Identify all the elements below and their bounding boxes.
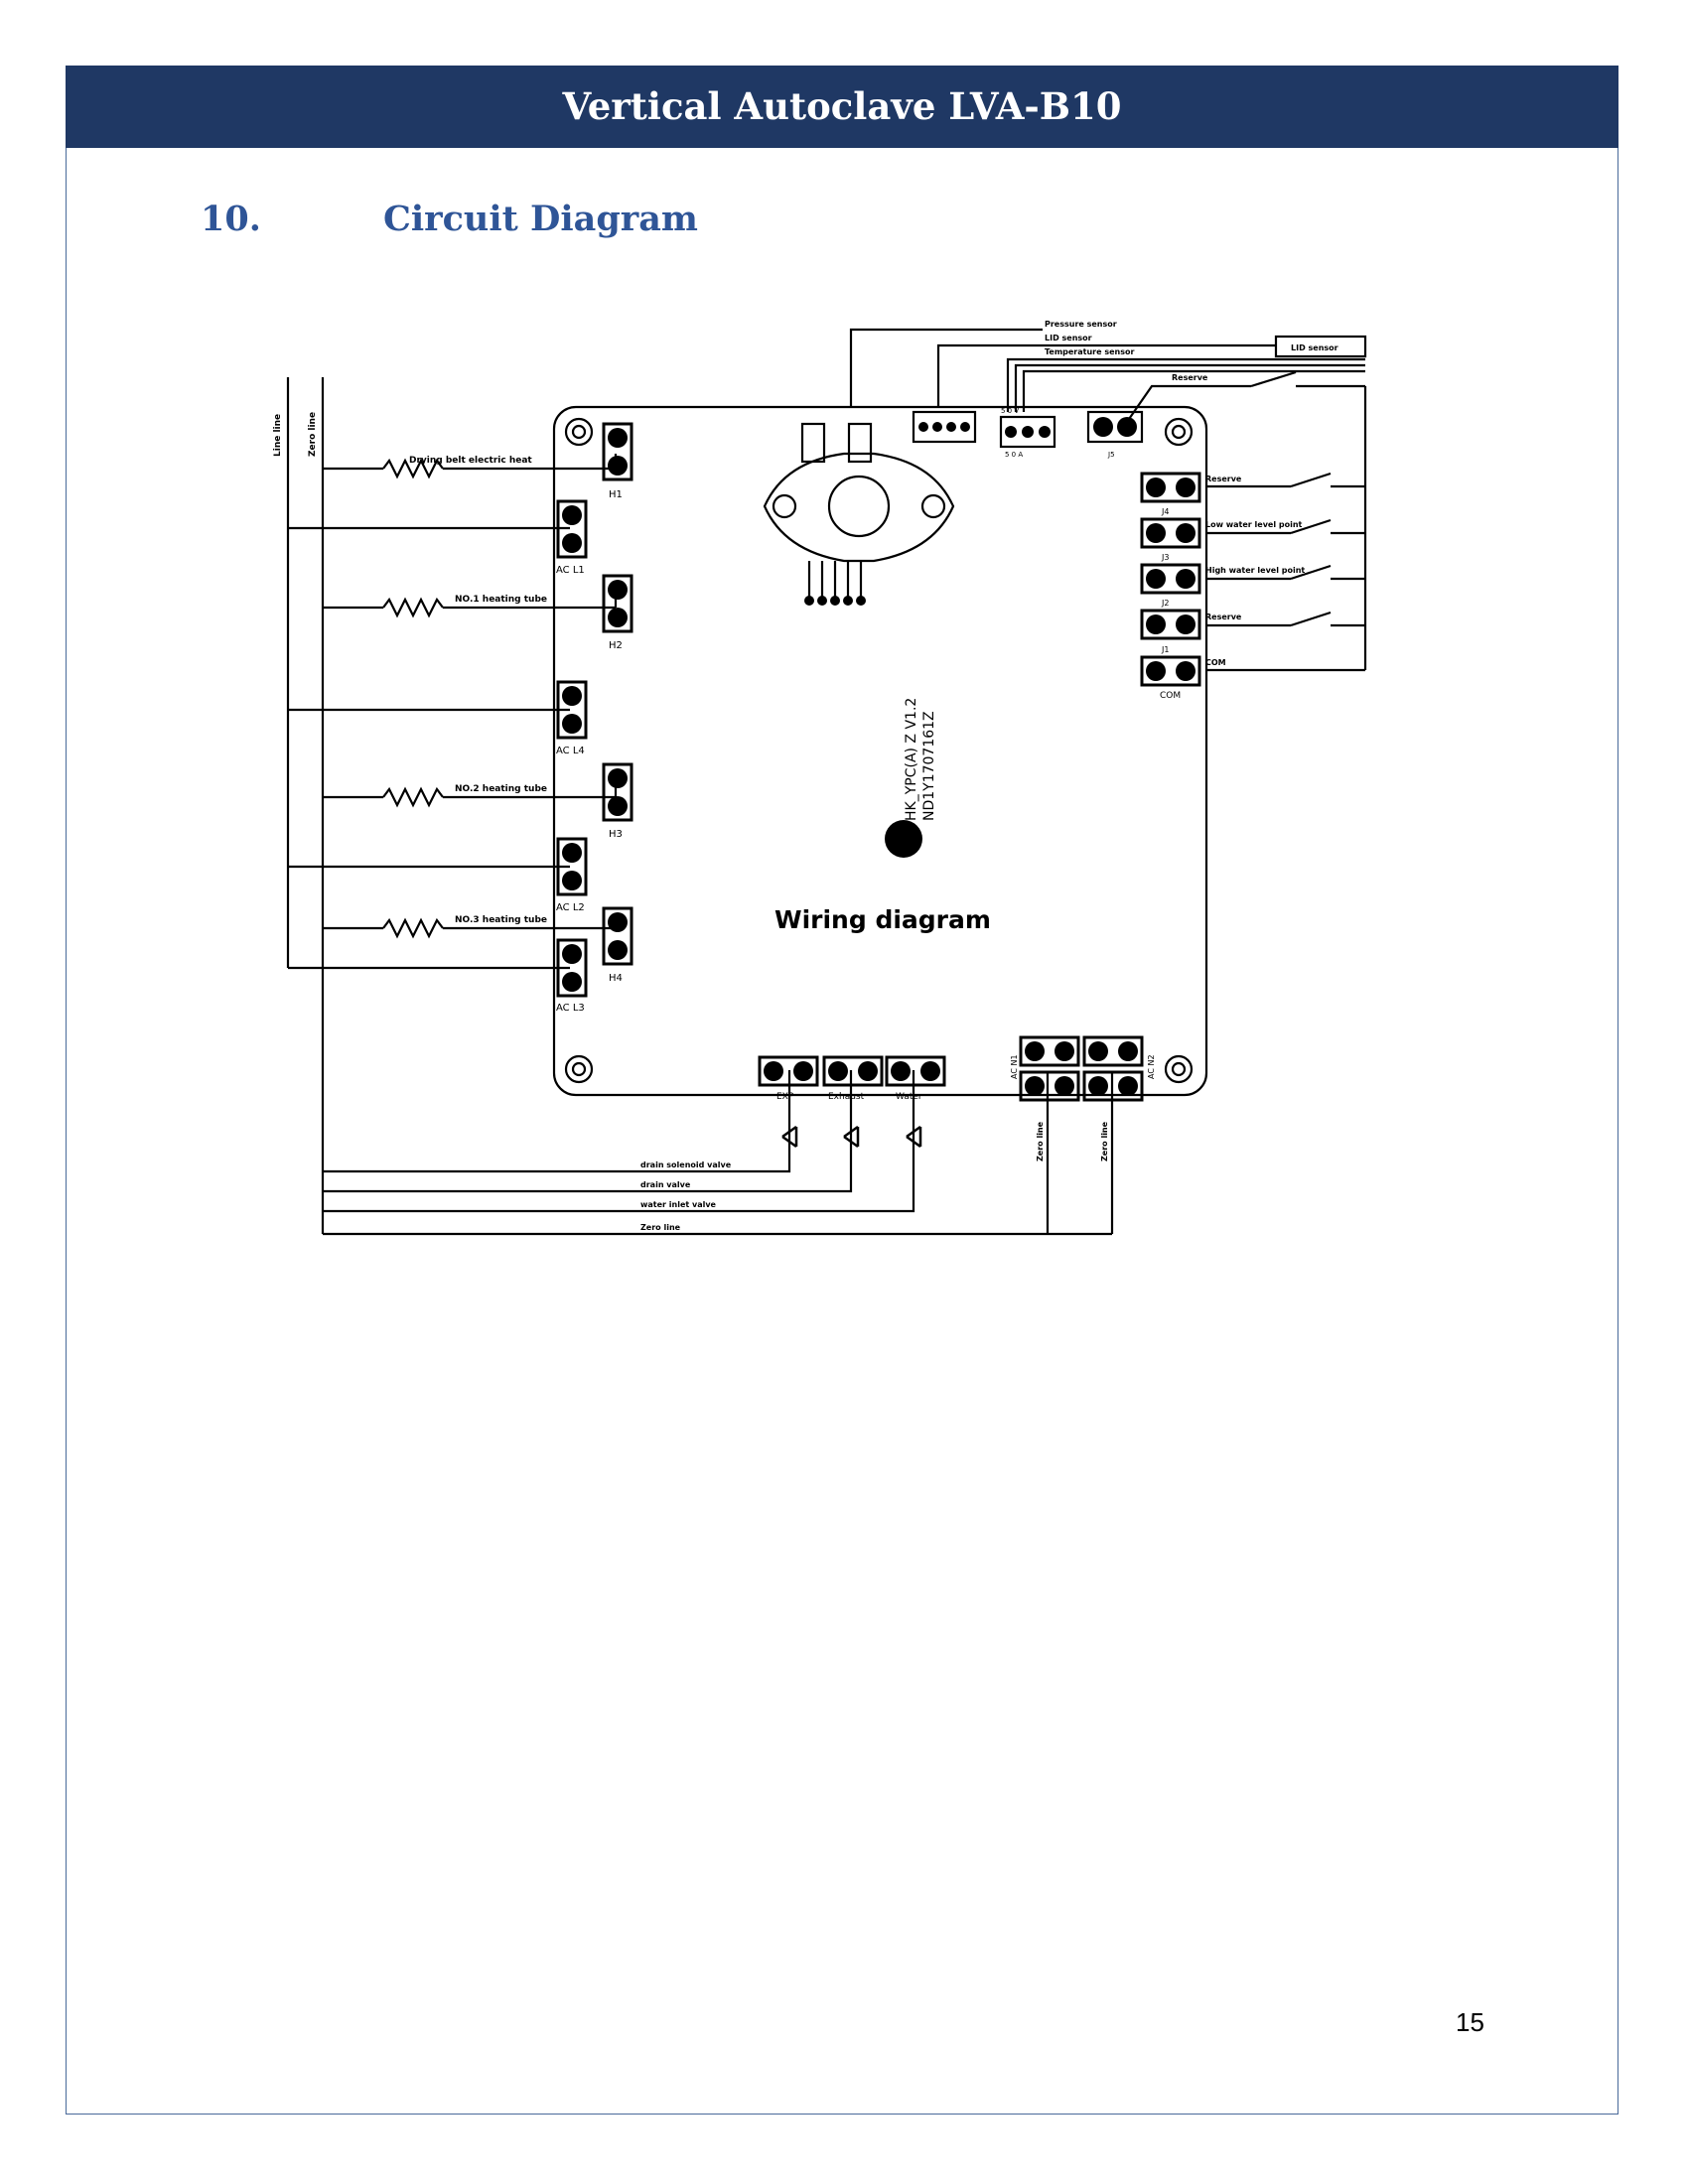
bottom-line-4: Zero line [640,1223,681,1232]
bottom-line-2: drain valve [640,1180,691,1189]
section-number: 10. [201,199,261,239]
bottom-line-3: water inlet valve [640,1200,717,1209]
exp-label: EXP [776,1092,794,1102]
ac-l4-label: AC L4 [556,746,585,756]
j5-label: J5 [1107,451,1115,459]
ac-l1-label: AC L1 [556,565,585,576]
temperature-sensor-label: Temperature sensor [1045,347,1134,356]
heater-desc-2: NO.1 heating tube [455,595,547,605]
right-label-1: J4 [1161,507,1169,516]
heater-label-2: H2 [609,640,623,651]
pressure-sensor-label: Pressure sensor [1045,320,1117,329]
ac-l2-label: AC L2 [556,902,585,913]
heater-desc-1: Drying belt electric heat [409,456,532,466]
zero-line-2-label: Zero line [1100,1121,1109,1161]
reserve-top-label: Reserve [1172,373,1208,382]
zero-rail-label: Zero line [308,412,318,457]
heater-desc-3: NO.2 heating tube [455,784,547,794]
board-label-2: ND1Y1707161Z [921,711,937,821]
lid-sensor-label: LID sensor [1045,334,1092,342]
right-desc-5: COM [1205,658,1226,667]
diagram-title: Wiring diagram [774,905,991,934]
temp-pins-label: 5 0 V [1001,407,1019,415]
zero-line-1-label: Zero line [1036,1121,1045,1161]
ac-n2-label: AC N2 [1147,1054,1156,1079]
heater-label-4: H4 [609,973,623,984]
circuit-board [552,405,1208,1097]
right-desc-3: High water level point [1205,566,1305,575]
heater-label-1: H1 [609,489,623,500]
right-desc-2: Low water level point [1205,520,1303,529]
right-label-3: J2 [1161,599,1169,608]
page-number: 15 [1456,2007,1484,2037]
right-label-4: J1 [1161,645,1169,654]
page-header: Vertical Autoclave LVA-B10 [66,66,1618,148]
right-desc-1: Reserve [1205,475,1242,483]
temp-pins-b-label: 5 0 A [1005,451,1023,459]
ac-n1-label: AC N1 [1010,1054,1019,1079]
line-rail-label: Line line [273,414,283,457]
exhaust-label: Exhaust [828,1092,865,1102]
water-label: Water [896,1092,922,1102]
right-label-5: COM [1160,691,1181,701]
lid-sensor-box-label: LID sensor [1291,343,1338,352]
right-label-2: J3 [1161,553,1169,562]
heater-label-3: H3 [609,829,623,840]
bottom-line-1: drain solenoid valve [640,1160,732,1169]
section-title: Circuit Diagram [383,199,698,239]
wiring-diagram: Wiring diagram HK_YPC(A) Z V1.2 ND1Y1707… [273,320,1367,1236]
right-desc-4: Reserve [1205,613,1242,621]
heater-desc-4: NO.3 heating tube [455,915,547,925]
ac-l3-label: AC L3 [556,1003,585,1014]
board-label-1: HK_YPC(A) Z V1.2 [904,698,919,821]
